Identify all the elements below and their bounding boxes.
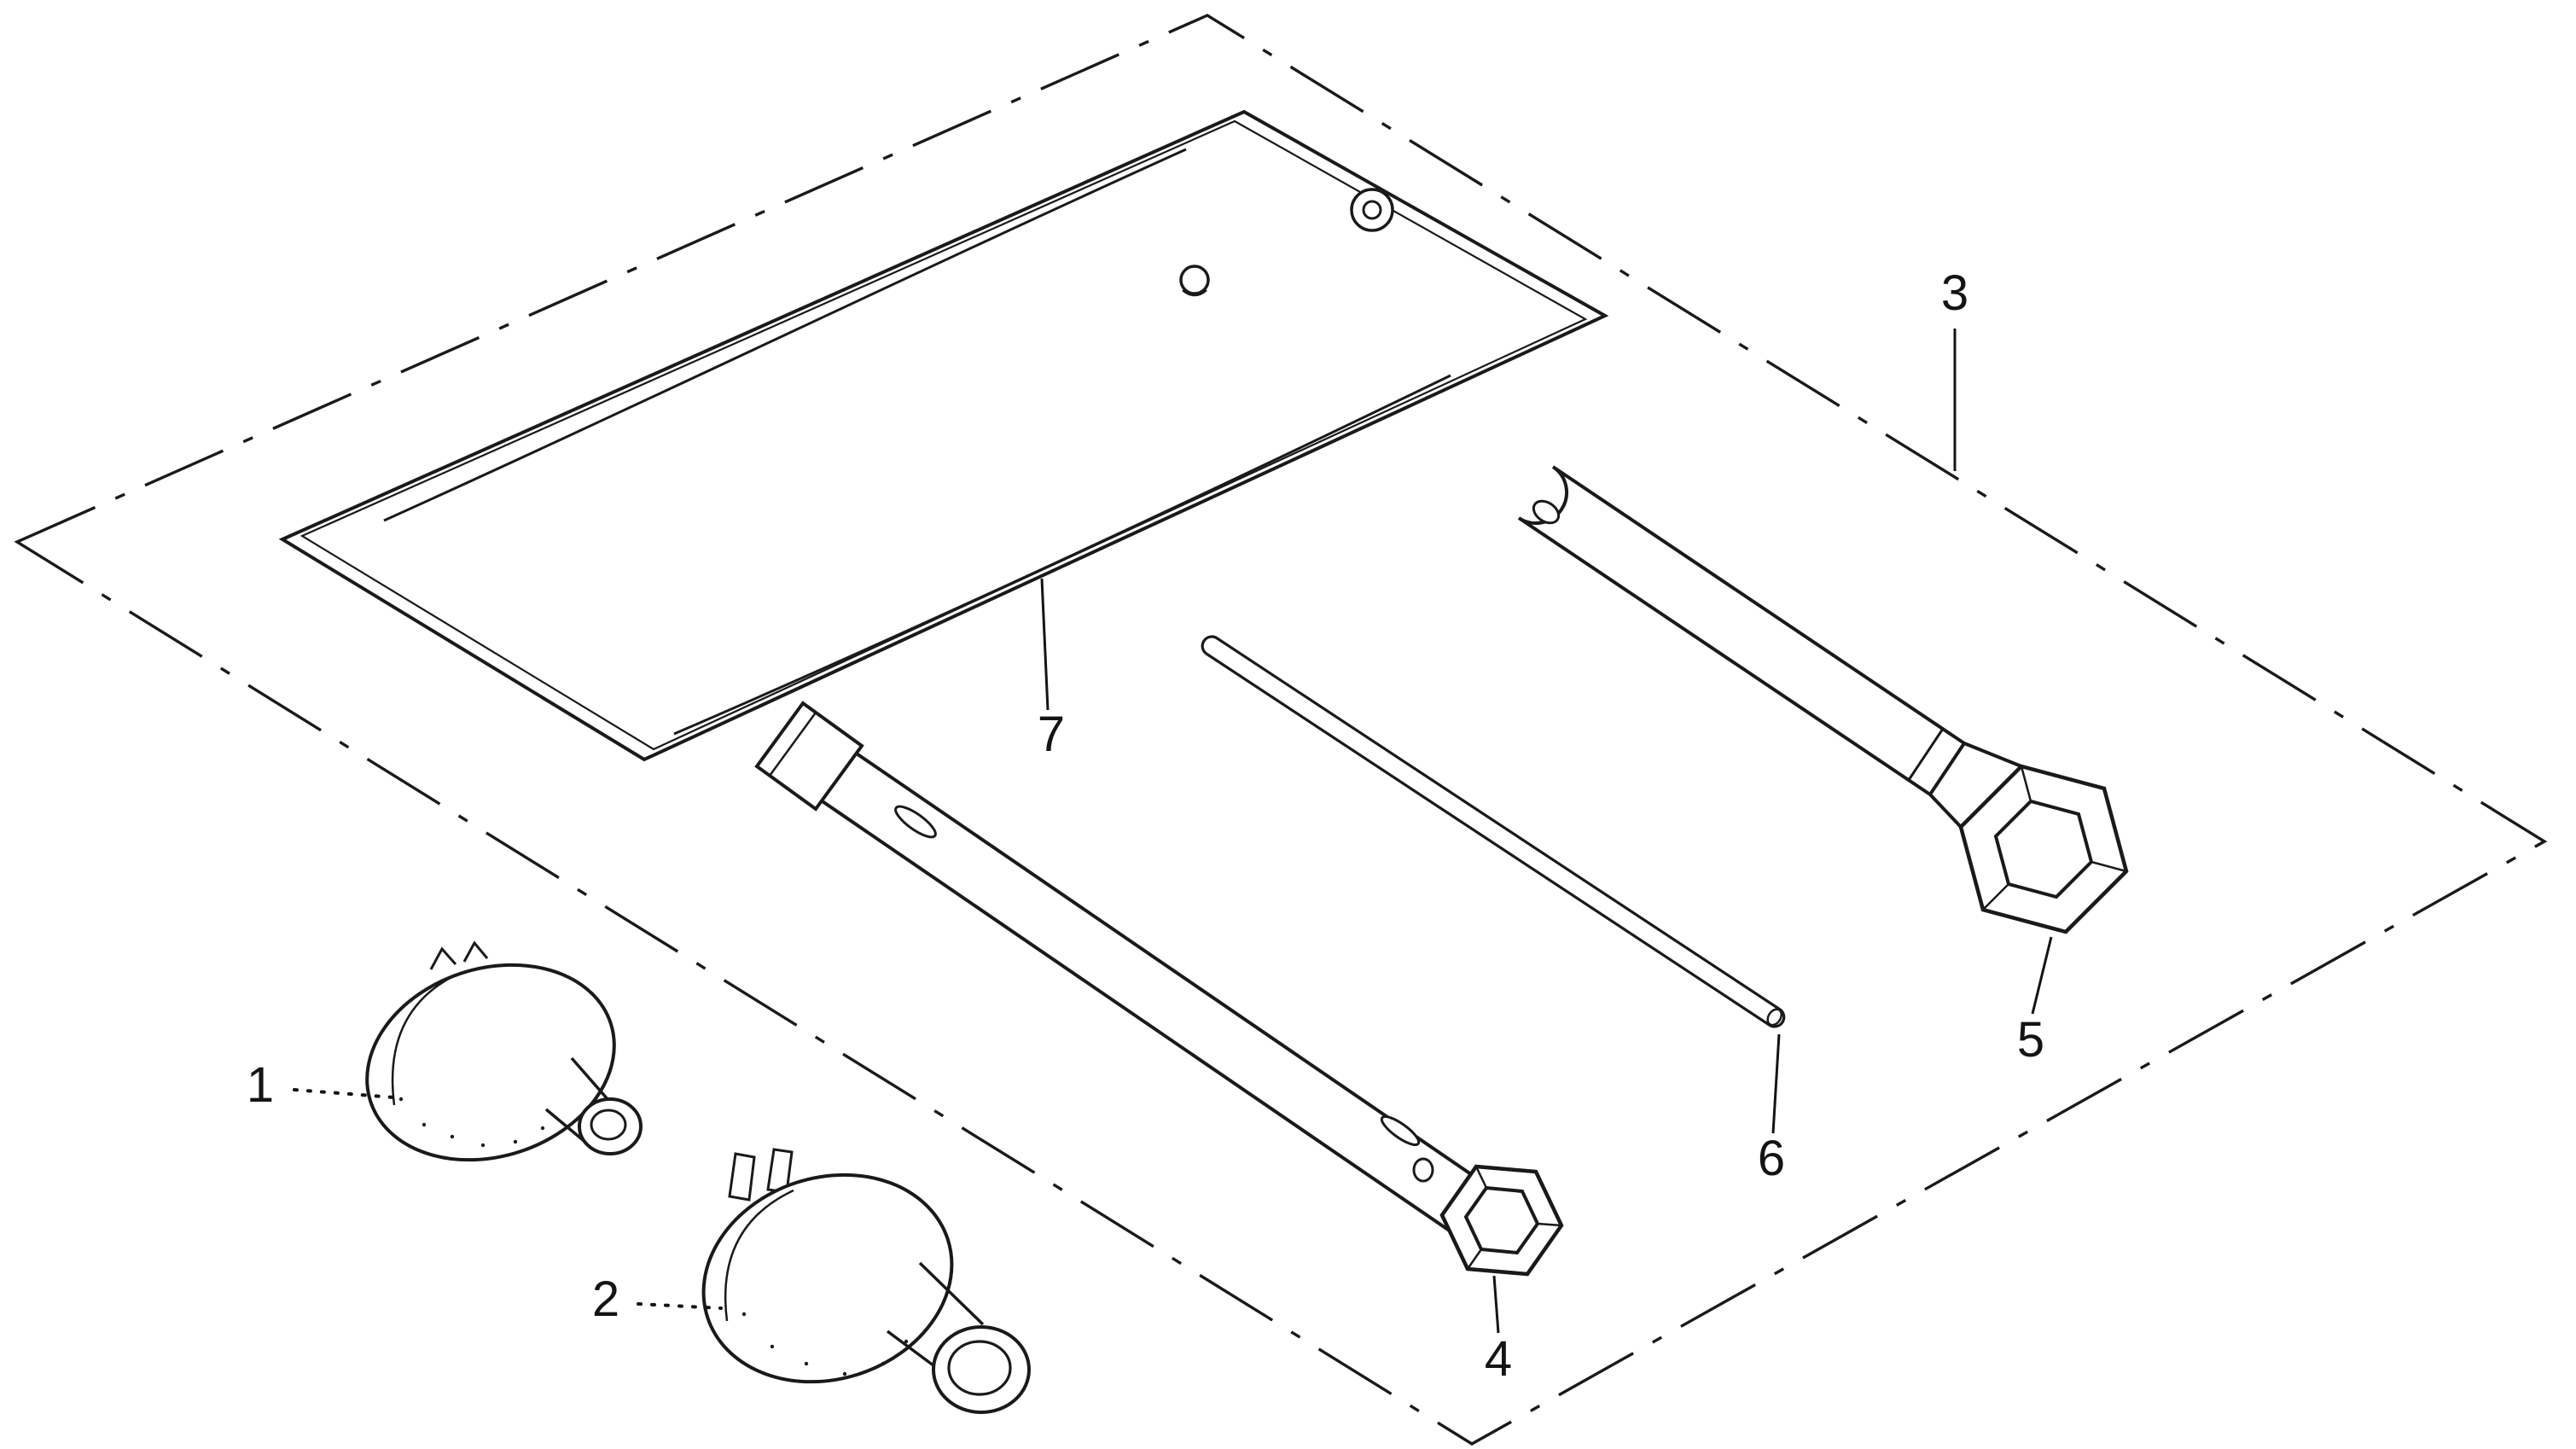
cap-contour-line [391,973,457,1106]
pouch-flap-edge [383,148,1187,522]
callout-6-number: 6 [1758,1131,1785,1186]
callout-1-number: 1 [247,1057,274,1113]
snap-stud [1179,265,1210,295]
wrench-hex-chamfers [1466,1166,1562,1270]
wrench-hex-opening [1463,1185,1540,1255]
socket-neck [1928,742,2022,829]
callout-6-leader [1771,1033,1781,1134]
box-wrench [754,701,1564,1277]
callout-2-number: 2 [592,1272,619,1327]
callout-6: 6 [1758,1033,1785,1186]
callout-7: 7 [1038,578,1065,762]
snap-stud-base [1182,289,1207,297]
cap-body [701,1173,954,1384]
snap-button-inner [1362,200,1382,220]
callout-5-leader [2031,936,2053,1015]
callout-4-number: 4 [1485,1331,1512,1387]
callout-1: 1 [247,1057,396,1113]
hex-socket-chamfers [1982,765,2127,911]
socket-tube [1517,465,1967,797]
wrench-slot-lower [1380,1115,1421,1146]
callout-3: 3 [1941,265,1968,471]
cap-body [365,963,616,1162]
callout-4: 4 [1485,1275,1512,1387]
plug-socket-wrench [1517,465,2129,934]
tube-collar-line [1907,728,1945,781]
cap-shading-dots [741,1312,909,1376]
rod-end-face [1766,1008,1782,1027]
boundary-path [14,14,2548,1446]
callout-5-number: 5 [2017,1012,2044,1068]
callout-7-leader [1040,578,1050,711]
cap-spout-inner [590,1109,627,1141]
rod-body [1201,635,1786,1028]
wrench-drive-head [754,701,864,812]
drive-head-face-line [768,712,817,777]
tommy-bar-rod [1201,635,1786,1028]
callout-7-number: 7 [1038,707,1065,762]
plug-cap-small [365,940,643,1162]
callout-5: 5 [2017,936,2053,1068]
pouch-pocket-seam [673,374,1451,736]
cap-spout-inner [947,1340,1012,1396]
pouch-outline [278,109,1609,762]
cap-shading-dots [398,1097,545,1148]
callout-2: 2 [592,1272,723,1327]
callout-2-leader [637,1302,723,1310]
plug-cap-large [701,1148,1031,1414]
callout-1-leader [293,1088,396,1099]
tommy-bar-hole [1532,499,1561,525]
callout-3-number: 3 [1941,265,1968,321]
pouch-hem-line [299,119,1588,751]
wrench-side-hole [1412,1157,1434,1183]
cap-prong-left [728,1152,756,1202]
wrench-slot-upper [894,805,937,839]
kit-boundary-outline [14,14,2548,1446]
hex-socket-opening [1993,799,2094,899]
cap-contour-line [724,1189,794,1322]
cap-top-nubs [429,940,489,970]
tool-pouch [278,109,1609,762]
callout-4-leader [1492,1275,1500,1334]
